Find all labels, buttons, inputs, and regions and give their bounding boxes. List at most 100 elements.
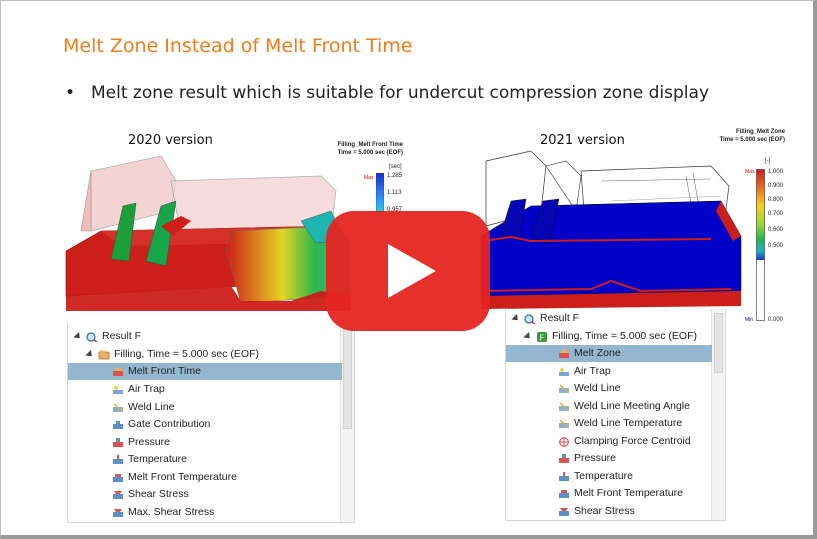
tree-node-label: Filling, Time = 5.000 sec (EOF)	[114, 348, 260, 360]
tree-item-label: Melt Front Temperature	[128, 471, 237, 483]
weld-line-temperature-icon	[559, 418, 569, 428]
tree-item-shear-stress[interactable]: Shear Stress	[112, 486, 189, 503]
air-trap-icon	[559, 367, 569, 376]
tree-item-temperature[interactable]: Temperature	[112, 451, 187, 468]
bullet-dot: •	[65, 83, 76, 103]
legend-max-label-2021: Max	[745, 169, 755, 175]
tree-node-label: Result F	[102, 330, 142, 342]
model-view-2021	[480, 150, 742, 309]
tree-item-label: Pressure	[574, 452, 617, 464]
play-button[interactable]	[326, 211, 490, 331]
tree-node-filling[interactable]: Filling, Time = 5.000 sec (EOF)	[85, 346, 260, 363]
tree-item-shear-stress[interactable]: Shear Stress	[558, 503, 635, 520]
tree-item-label: Weld Line Meeting Angle	[574, 400, 690, 412]
legend-tick-2021-1: 0.900	[768, 183, 784, 189]
legend-tick-2021-2: 0.800	[768, 197, 784, 203]
tree-item-air-trap[interactable]: Air Trap	[112, 381, 165, 398]
pressure-icon	[559, 453, 569, 463]
expand-icon[interactable]	[511, 313, 521, 324]
legend-max-label-2020: Max	[364, 175, 374, 181]
model-view-2020	[65, 155, 352, 311]
legend-title-line2-2020: Time = 5.000 sec (EOF)	[337, 150, 403, 156]
bullet-point: • Melt zone result which is suitable for …	[65, 83, 709, 103]
version-label-2020: 2020 version	[128, 133, 213, 148]
legend-tick-2021-3: 0.700	[768, 211, 784, 217]
tree-item-label: Weld Line	[128, 401, 175, 413]
legend-colorbar-2021	[756, 169, 765, 321]
expand-icon[interactable]	[73, 331, 83, 342]
tree-item-label: Gate Contribution	[128, 418, 211, 430]
tree-item-gate-contribution[interactable]: Gate Contribution	[112, 416, 210, 433]
tree-item-label: Pressure	[128, 436, 171, 448]
tree-item-weld-line[interactable]: Weld Line	[558, 380, 621, 397]
legend-title-line1-2020: Filling_Melt Front Time	[337, 142, 403, 148]
legend-colorbar-2020	[376, 173, 384, 213]
tree-item-temperature[interactable]: Temperature	[558, 468, 633, 485]
expand-icon[interactable]	[523, 331, 533, 342]
tree-item-melt-front-temperature[interactable]: Melt Front Temperature	[112, 469, 237, 486]
legend-tick-2021-4: 0.600	[768, 227, 784, 233]
tree-node-result[interactable]: Result F	[511, 310, 580, 327]
slide-title: Melt Zone Instead of Melt Front Time	[63, 35, 413, 57]
weld-line-icon	[113, 402, 123, 412]
tree-item-melt-front-time[interactable]: Melt Front Time	[68, 363, 342, 380]
tree-item-melt-zone[interactable]: Melt Zone	[506, 345, 712, 362]
weld-line-meeting-angle-icon	[559, 401, 569, 411]
legend-title-line2-2021: Time = 5.000 sec (EOF)	[719, 137, 785, 143]
tree-item-label: Max. Shear Stress	[128, 506, 215, 518]
air-trap-icon	[113, 385, 123, 394]
tree-item-label: Melt Front Temperature	[574, 487, 683, 499]
tree-item-label: Clamping Force Centroid	[574, 435, 691, 447]
melt-front-temperature-icon	[113, 473, 123, 482]
tree-item-melt-front-temperature[interactable]: Melt Front Temperature	[558, 485, 683, 502]
tree-item-weld-line-meeting-angle[interactable]: Weld Line Meeting Angle	[558, 398, 690, 415]
clamping-force-centroid-icon	[559, 436, 569, 447]
legend-tick-2021-5: 0.500	[768, 243, 784, 249]
tree-item-label: Melt Front Time	[128, 365, 201, 377]
tree-item-pressure[interactable]: Pressure	[558, 450, 616, 467]
tree-scrollbar-2021[interactable]	[711, 309, 725, 520]
tree-item-label: Shear Stress	[128, 488, 189, 500]
bullet-text: Melt zone result which is suitable for u…	[91, 83, 710, 103]
tree-item-pressure[interactable]: Pressure	[112, 434, 170, 451]
tree-item-max-shear-stress[interactable]: Max. Shear Stress	[112, 504, 214, 521]
gate-contribution-icon	[113, 420, 123, 429]
max-shear-stress-icon	[113, 508, 123, 517]
legend-unit-2021: [-]	[765, 158, 771, 164]
version-label-2021: 2021 version	[540, 133, 625, 148]
shear-stress-icon	[113, 490, 123, 499]
filling-folder-icon	[98, 350, 110, 359]
tree-item-air-trap[interactable]: Air Trap	[558, 363, 611, 380]
svg-text:F: F	[540, 333, 545, 342]
tree-scrollbar-2020[interactable]	[340, 323, 354, 522]
result-tree-2020: Result F Filling, Time = 5.000 sec (EOF)…	[67, 323, 355, 523]
tree-item-weld-line-temperature[interactable]: Weld Line Temperature	[558, 415, 682, 432]
tree-node-label: Filling, Time = 5.000 sec (EOF)	[552, 330, 698, 342]
result-tree-2021: Result F F Filling, Time = 5.000 sec (EO…	[505, 309, 726, 521]
tree-item-weld-line[interactable]: Weld Line	[112, 399, 175, 416]
expand-icon[interactable]	[85, 349, 95, 360]
play-icon	[388, 244, 436, 298]
tree-item-label: Air Trap	[128, 383, 165, 395]
tree-node-result[interactable]: Result F	[73, 328, 142, 345]
legend-tick-2020-0: 1.285	[387, 173, 403, 179]
tree-scrollbar-thumb-2021[interactable]	[714, 313, 723, 373]
melt-front-temperature-icon	[559, 489, 569, 498]
tree-item-label: Weld Line Temperature	[574, 417, 683, 429]
shear-stress-icon	[559, 507, 569, 516]
tree-item-label: Shear Stress	[574, 505, 635, 517]
pressure-icon	[113, 437, 123, 447]
temperature-icon	[113, 454, 123, 464]
result-search-icon	[86, 331, 98, 342]
tree-node-label: Result F	[540, 312, 580, 324]
tree-node-filling[interactable]: F Filling, Time = 5.000 sec (EOF)	[523, 328, 698, 345]
legend-title-line1-2021: Filling_Melt Zone	[736, 129, 785, 135]
temperature-icon	[559, 471, 569, 481]
tree-item-clamping-force-centroid[interactable]: Clamping Force Centroid	[558, 433, 691, 450]
tree-item-label: Weld Line	[574, 382, 621, 394]
result-search-icon	[524, 313, 536, 324]
filling-f-icon: F	[537, 331, 547, 342]
tree-scrollbar-thumb-2020[interactable]	[343, 329, 352, 429]
